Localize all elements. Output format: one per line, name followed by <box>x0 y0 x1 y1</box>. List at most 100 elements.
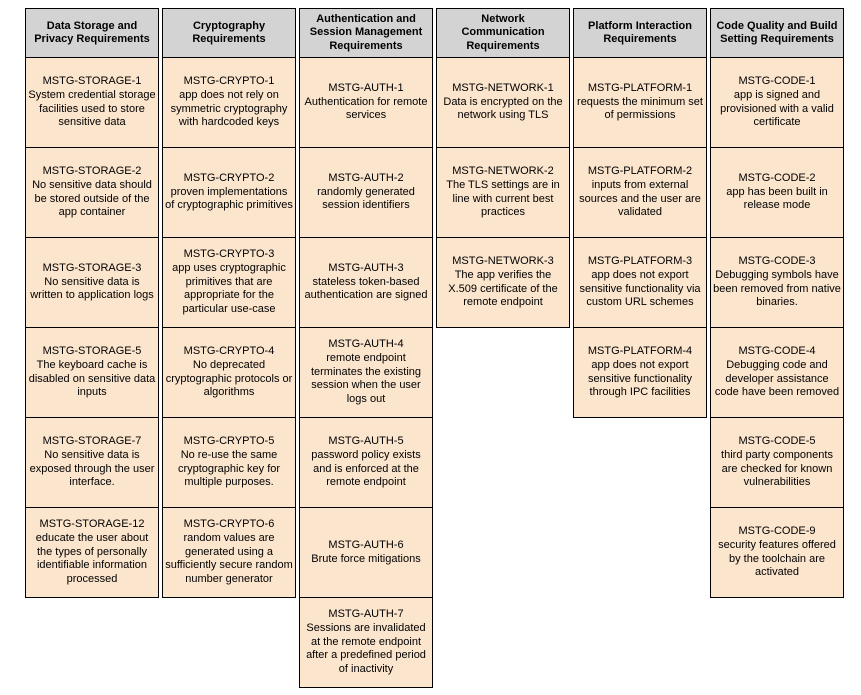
requirement-description: app has been built in release mode <box>726 185 828 212</box>
requirement-description: third party components are checked for k… <box>721 448 833 489</box>
requirement-description: random values are generated using a suff… <box>165 531 293 586</box>
requirement-description: System credential storage facilities use… <box>28 88 156 129</box>
requirement-code: MSTG-STORAGE-3 <box>42 261 142 274</box>
requirement-description: Authentication for remote services <box>304 95 428 122</box>
requirement-code: MSTG-CRYPTO-2 <box>183 171 275 184</box>
requirement-description: The keyboard cache is disabled on sensit… <box>28 358 156 399</box>
column-header-network: Network Communication Requirements <box>436 8 570 58</box>
requirement-code: MSTG-CODE-5 <box>738 434 816 447</box>
requirement-description: No sensitive data should be stored outsi… <box>32 178 152 219</box>
requirement-code: MSTG-AUTH-7 <box>328 608 404 620</box>
requirement-code: MSTG-CRYPTO-3 <box>183 248 275 260</box>
requirement-description: No deprecated cryptographic protocols or… <box>165 358 293 399</box>
requirement-description: educate the user about the types of pers… <box>35 531 149 586</box>
requirement-description: stateless token-based authentication are… <box>304 275 428 302</box>
requirement-code: MSTG-STORAGE-12 <box>39 518 145 530</box>
requirement-description: requests the minimum set of permissions <box>577 95 703 122</box>
requirement-code: MSTG-CODE-1 <box>738 74 816 87</box>
requirement-code: MSTG-CODE-9 <box>738 524 816 537</box>
requirement-description: No re-use the same cryptographic key for… <box>177 448 281 489</box>
requirement-description: Sessions are invalidated at the remote e… <box>306 621 426 676</box>
requirement-code: MSTG-AUTH-3 <box>328 261 404 274</box>
column-code-quality: Code Quality and Build Setting Requireme… <box>710 8 844 598</box>
requirement-description: No sensitive data is written to applicat… <box>30 275 154 302</box>
column-header-platform: Platform Interaction Requirements <box>573 8 707 58</box>
requirement-code: MSTG-CODE-4 <box>738 344 816 357</box>
column-header-code-quality: Code Quality and Build Setting Requireme… <box>710 8 844 58</box>
requirement-code: MSTG-CODE-2 <box>738 171 816 184</box>
requirement-description: app does not rely on symmetric cryptogra… <box>170 88 288 129</box>
requirement-description: Data is encrypted on the network using T… <box>443 95 563 122</box>
requirement-code: MSTG-AUTH-2 <box>328 171 404 184</box>
requirement-code: MSTG-NETWORK-1 <box>452 81 554 94</box>
requirement-code: MSTG-NETWORK-2 <box>452 164 554 177</box>
requirement-code: MSTG-AUTH-5 <box>328 434 404 447</box>
requirement-description: The app verifies the X.509 certificate o… <box>448 268 558 309</box>
requirement-code: MSTG-CODE-3 <box>738 254 816 267</box>
requirement-code: MSTG-AUTH-6 <box>328 538 404 551</box>
column-header-authentication: Authentication and Session Management Re… <box>299 8 433 58</box>
requirement-code: MSTG-PLATFORM-2 <box>587 164 693 177</box>
requirement-code: MSTG-STORAGE-7 <box>42 434 142 447</box>
requirement-code: MSTG-PLATFORM-4 <box>587 344 693 357</box>
requirement-code: MSTG-CRYPTO-1 <box>183 74 275 87</box>
requirement-description: inputs from external sources and the use… <box>579 178 701 219</box>
requirement-description: security features offered by the toolcha… <box>718 538 836 579</box>
requirement-code: MSTG-CRYPTO-5 <box>183 434 275 447</box>
requirement-code: MSTG-PLATFORM-3 <box>587 254 693 267</box>
requirement-code: MSTG-STORAGE-5 <box>42 344 142 357</box>
column-authentication: Authentication and Session Management Re… <box>299 8 433 688</box>
requirement-description: Brute force mitigations <box>311 552 421 565</box>
requirement-code: MSTG-STORAGE-2 <box>42 164 142 177</box>
requirement-code: MSTG-AUTH-1 <box>328 81 404 94</box>
requirement-description: No sensitive data is exposed through the… <box>29 448 155 489</box>
requirement-code: MSTG-AUTH-4 <box>328 338 404 350</box>
requirement-code: MSTG-NETWORK-3 <box>452 254 554 267</box>
requirement-code: MSTG-PLATFORM-1 <box>587 81 693 94</box>
requirement-description: proven implementations of cryptographic … <box>165 185 293 212</box>
requirement-description: app is signed and provisioned with a val… <box>720 88 834 129</box>
requirement-description: The TLS settings are in line with curren… <box>446 178 560 219</box>
requirement-description: app uses cryptographic primitives that a… <box>172 261 286 316</box>
column-header-data-storage: Data Storage and Privacy Requirements <box>25 8 159 58</box>
column-header-cryptography: Cryptography Requirements <box>162 8 296 58</box>
requirement-description: Debugging code and developer assistance … <box>714 358 840 399</box>
requirement-description: password policy exists and is enforced a… <box>311 448 421 489</box>
